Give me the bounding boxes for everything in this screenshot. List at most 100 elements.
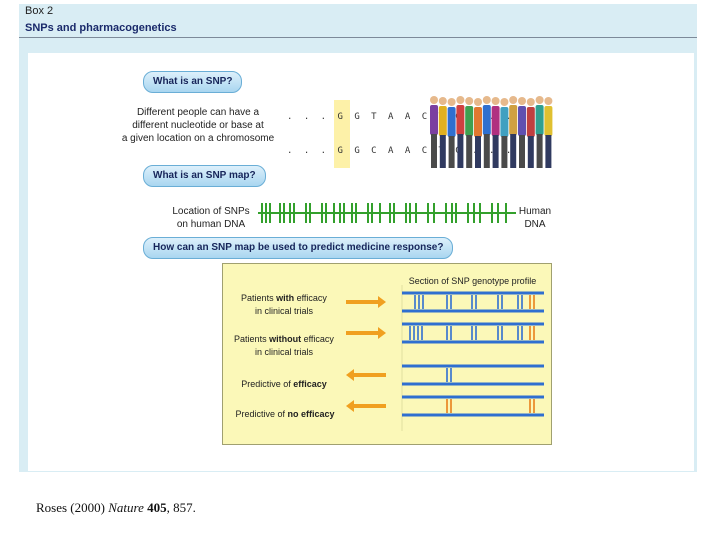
person-legs xyxy=(439,135,446,168)
profile-row xyxy=(346,395,544,417)
pill-what-is-snp: What is an SNP? xyxy=(143,71,243,93)
box-header: Box 2 SNPs and pharmacogenetics xyxy=(19,4,697,40)
person-head xyxy=(456,96,465,104)
genotype-profile-graphic xyxy=(346,285,544,431)
person-legs xyxy=(510,134,517,168)
person-legs xyxy=(545,135,552,168)
person-head xyxy=(518,97,526,105)
people-illustration xyxy=(430,96,553,168)
person-head xyxy=(544,97,553,105)
row-label-line: Predictive of efficacy xyxy=(241,379,327,389)
person-body xyxy=(456,105,465,135)
person-legs xyxy=(501,136,508,168)
row-label-line: Predictive of no efficacy xyxy=(235,409,335,419)
snp-location-line: Location of SNPs xyxy=(172,206,250,217)
person-body xyxy=(430,105,438,135)
person-legs xyxy=(527,136,534,168)
row-label-predictive-no-efficacy: Predictive of no efficacy xyxy=(226,408,344,421)
person-legs xyxy=(519,135,525,168)
row-label-line: in clinical trials xyxy=(254,347,314,357)
human-dna-label: Human DNA xyxy=(512,205,558,231)
person-figure xyxy=(482,96,491,168)
snp-definition: Different people can have a different nu… xyxy=(118,106,278,145)
snp-location-line: on human DNA xyxy=(176,219,246,230)
pill-predict-medicine-response: How can an SNP map be used to predict me… xyxy=(143,237,454,259)
snp-location-label: Location of SNPs on human DNA xyxy=(166,205,256,231)
profile-row xyxy=(346,364,544,386)
person-figure xyxy=(447,98,456,168)
citation-author: Roses (2000) xyxy=(36,500,109,515)
citation: Roses (2000) Nature 405, 857. xyxy=(36,500,196,516)
row-label-predictive-efficacy: Predictive of efficacy xyxy=(228,378,340,391)
person-head xyxy=(474,98,482,106)
person-body xyxy=(509,105,518,135)
sequence-1: . . . G G T A A C T G . . . xyxy=(287,112,515,122)
person-figure xyxy=(456,96,465,168)
person-figure xyxy=(526,98,535,168)
person-figure xyxy=(474,98,482,168)
box-title: SNPs and pharmacogenetics xyxy=(25,22,177,34)
profile-row xyxy=(346,291,544,313)
person-legs xyxy=(457,134,464,168)
person-head xyxy=(526,98,535,106)
arrow-head xyxy=(346,369,354,381)
sequence-2: . . . G G C A A C T G . . . xyxy=(287,146,515,156)
person-legs xyxy=(536,134,543,168)
snp-map-dna xyxy=(258,203,516,223)
person-body xyxy=(526,107,535,137)
arrow-head xyxy=(378,327,386,339)
snp-position-highlight xyxy=(334,100,350,168)
row-label-line: in clinical trials xyxy=(254,306,314,316)
person-body xyxy=(500,107,509,137)
snp-definition-line: different nucleotide or base at xyxy=(132,120,264,131)
person-head xyxy=(491,97,500,105)
person-body xyxy=(465,106,474,136)
person-figure xyxy=(465,97,474,168)
row-label-with-efficacy: Patients with efficacy in clinical trial… xyxy=(228,292,340,318)
person-body xyxy=(474,107,482,137)
row-label-line: Patients without efficacy xyxy=(234,334,334,344)
person-figure xyxy=(509,96,518,168)
citation-volume: 405 xyxy=(143,500,167,515)
profile-row xyxy=(346,322,544,344)
person-legs xyxy=(483,134,490,168)
person-body xyxy=(518,106,526,136)
person-body xyxy=(535,105,544,135)
person-legs xyxy=(466,135,473,168)
person-figure xyxy=(544,97,553,168)
person-legs xyxy=(492,135,499,168)
person-figure xyxy=(438,97,447,168)
snp-definition-line: a given location on a chromosome xyxy=(121,133,275,144)
person-legs xyxy=(475,136,481,168)
person-figure xyxy=(518,97,526,168)
person-body xyxy=(544,106,553,136)
person-figure xyxy=(500,98,509,168)
person-figure xyxy=(430,96,438,168)
person-body xyxy=(491,106,500,136)
person-legs xyxy=(448,136,455,168)
person-head xyxy=(465,97,474,105)
person-head xyxy=(430,96,438,104)
human-dna-line: Human xyxy=(518,206,552,217)
human-dna-line: DNA xyxy=(524,219,546,230)
snp-definition-line: Different people can have a xyxy=(136,107,260,118)
person-head xyxy=(509,96,518,104)
person-legs xyxy=(431,134,437,168)
person-head xyxy=(447,98,456,106)
box-label: Box 2 xyxy=(25,5,54,17)
person-body xyxy=(447,107,456,137)
person-figure xyxy=(491,97,500,168)
pill-what-is-snp-map: What is an SNP map? xyxy=(143,165,266,187)
citation-journal: Nature xyxy=(108,500,144,515)
person-figure xyxy=(535,96,544,168)
arrow-head xyxy=(346,400,354,412)
arrow-head xyxy=(378,296,386,308)
person-head xyxy=(535,96,544,104)
header-rule xyxy=(19,37,697,38)
citation-pages: , 857. xyxy=(166,500,196,515)
profile-title: Section of SNP genotype profile xyxy=(408,276,537,286)
row-label-without-efficacy: Patients without efficacy in clinical tr… xyxy=(226,333,342,359)
person-body xyxy=(438,106,447,136)
person-body xyxy=(482,105,491,135)
person-head xyxy=(482,96,491,104)
